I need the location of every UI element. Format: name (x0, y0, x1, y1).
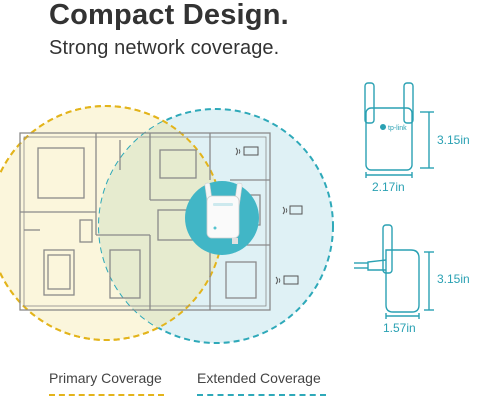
legend-extended-line (197, 394, 326, 396)
page-title: Compact Design. (49, 0, 289, 31)
front-width-label: 2.17in (372, 180, 405, 194)
svg-text:tp-link: tp-link (388, 125, 407, 132)
legend-primary-label: Primary Coverage (49, 370, 162, 386)
side-height-label: 3.15in (437, 272, 470, 286)
side-depth-label: 1.57in (383, 321, 416, 335)
wifi-device-icon (275, 275, 299, 285)
tp-link-logo: tp-link (380, 124, 407, 132)
wifi-device-icon (282, 205, 303, 215)
front-height-label: 3.15in (437, 133, 470, 147)
extender-side-view (354, 224, 434, 319)
page-subtitle: Strong network coverage. (49, 37, 280, 59)
wifi-router-icon (185, 181, 259, 255)
extender-front-view (364, 82, 434, 178)
legend-extended-label: Extended Coverage (197, 370, 321, 386)
legend-primary-line (49, 394, 164, 396)
wifi-device-icon (235, 146, 259, 156)
